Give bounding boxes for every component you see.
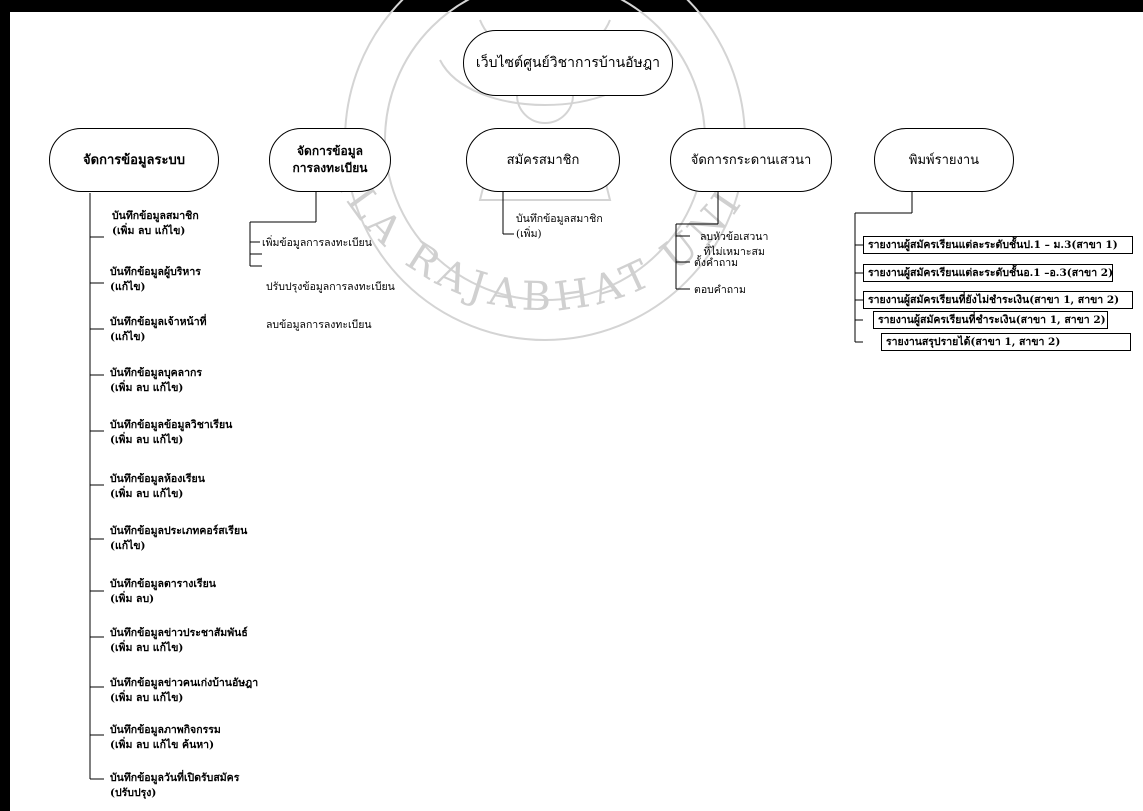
system-item-ops: (เพิ่ม ลบ แก้ไข) (110, 692, 184, 704)
system-item-title: บันทึกข้อมูลวันที่เปิดรับสมัคร (110, 772, 240, 784)
branch-reports-label: พิมพ์รายงาน (908, 152, 980, 168)
system-item: บันทึกข้อมูลข่าวคนเก่งบ้านอัษฎา (เพิ่ม ลบ… (110, 676, 258, 706)
system-item-ops: (เพิ่ม ลบ แก้ไข) (110, 434, 184, 446)
branch-forum: จัดการกระดานเสวนา (670, 128, 832, 192)
root-node: เว็บไซต์ศูนย์วิชาการบ้านอัษฎา (463, 30, 673, 96)
system-item-title: บันทึกข้อมูลผู้บริหาร (110, 266, 201, 278)
system-item: บันทึกข้อมูลห้องเรียน (เพิ่ม ลบ แก้ไข) (110, 472, 205, 502)
system-item-ops: (เพิ่ม ลบ แก้ไข) (110, 382, 184, 394)
system-item-title: บันทึกข้อมูลข้อมูลวิชาเรียน (110, 419, 233, 431)
system-item-ops: (เพิ่ม ลบ แก้ไข) (110, 488, 184, 500)
forum-item: ลบหัวข้อเสวนา ที่ไม่เหมาะสม (700, 230, 768, 260)
system-item: บันทึกข้อมูลวันที่เปิดรับสมัคร (ปรับปรุง) (110, 771, 239, 801)
branch-registration-label-2: การลงทะเบียน (292, 161, 368, 175)
branch-reports: พิมพ์รายงาน (874, 128, 1014, 192)
registration-item: ปรับปรุงข้อมูลการลงทะเบียน (266, 281, 395, 293)
system-item: บันทึกข้อมูลสมาชิก (เพิ่ม ลบ แก้ไข) (112, 209, 199, 239)
branch-registration: จัดการข้อมูล การลงทะเบียน (269, 128, 391, 192)
system-item-title: บันทึกข้อมูลสมาชิก (112, 210, 199, 222)
system-item-ops: (แก้ไข) (110, 281, 146, 293)
system-item: บันทึกข้อมูลตารางเรียน (เพิ่ม ลบ) (110, 577, 216, 607)
system-item-ops: (เพิ่ม ลบ) (110, 593, 155, 605)
report-item: รายงานผู้สมัครเรียนแต่ละระดับชั้นป.1 – ม… (863, 236, 1133, 254)
branch-membership: สมัครสมาชิก (466, 128, 620, 192)
report-item: รายงานผู้สมัครเรียนที่ยังไม่ชำระเงิน(สาข… (863, 291, 1133, 309)
registration-item: เพิ่มข้อมูลการลงทะเบียน (262, 237, 372, 249)
system-item-title: บันทึกข้อมูลภาพกิจกรรม (110, 724, 221, 736)
branch-registration-label-1: จัดการข้อมูล (297, 144, 363, 158)
system-item: บันทึกข้อมูลบุคลากร (เพิ่ม ลบ แก้ไข) (110, 366, 202, 396)
system-item: บันทึกข้อมูลภาพกิจกรรม (เพิ่ม ลบ แก้ไข ค้… (110, 723, 221, 753)
branch-system-data: จัดการข้อมูลระบบ (49, 128, 219, 192)
branch-membership-label: สมัครสมาชิก (506, 152, 580, 168)
report-item: รายงานผู้สมัครเรียนที่ชำระเงิน(สาขา 1, ส… (873, 311, 1108, 329)
member-item-ops: (เพิ่ม) (516, 228, 542, 240)
system-item-title: บันทึกข้อมูลห้องเรียน (110, 473, 205, 485)
member-item-title: บันทึกข้อมูลสมาชิก (516, 213, 603, 225)
system-item-title: บันทึกข้อมูลประเภทคอร์สเรียน (110, 525, 248, 537)
member-item: บันทึกข้อมูลสมาชิก (เพิ่ม) (516, 212, 603, 242)
system-item-title: บันทึกข้อมูลข่าวประชาสัมพันธ์ (110, 627, 248, 639)
system-item: บันทึกข้อมูลเจ้าหน้าที่ (แก้ไข) (110, 315, 207, 345)
system-item: บันทึกข้อมูลผู้บริหาร (แก้ไข) (110, 265, 201, 295)
branch-system-label: จัดการข้อมูลระบบ (83, 152, 185, 168)
system-item: บันทึกข้อมูลประเภทคอร์สเรียน (แก้ไข) (110, 524, 247, 554)
system-item-ops: (เพิ่ม ลบ แก้ไข) (112, 225, 186, 237)
forum-item: ตอบคำถาม (694, 284, 746, 296)
system-item-ops: (เพิ่ม ลบ แก้ไข) (110, 642, 184, 654)
system-item-ops: (แก้ไข) (110, 331, 146, 343)
system-item-ops: (ปรับปรุง) (110, 787, 157, 799)
root-label: เว็บไซต์ศูนย์วิชาการบ้านอัษฎา (475, 54, 661, 71)
forum-item: ตั้งคำถาม (694, 257, 739, 269)
system-item-title: บันทึกข้อมูลเจ้าหน้าที่ (110, 316, 207, 328)
branch-forum-label: จัดการกระดานเสวนา (690, 152, 812, 168)
system-item-ops: (เพิ่ม ลบ แก้ไข ค้นหา) (110, 739, 215, 751)
forum-item-line2: ที่ไม่เหมาะสม (703, 246, 765, 258)
system-item-title: บันทึกข้อมูลตารางเรียน (110, 578, 216, 590)
system-item-ops: (แก้ไข) (110, 540, 146, 552)
system-item-title: บันทึกข้อมูลบุคลากร (110, 367, 202, 379)
registration-item: ลบข้อมูลการลงทะเบียน (266, 319, 372, 331)
system-item-title: บันทึกข้อมูลข่าวคนเก่งบ้านอัษฎา (110, 677, 259, 689)
forum-item-line1: ลบหัวข้อเสวนา (700, 231, 769, 243)
frame-left-border (0, 12, 10, 811)
system-item: บันทึกข้อมูลข้อมูลวิชาเรียน (เพิ่ม ลบ แก้… (110, 418, 232, 448)
report-item: รายงานสรุปรายได้(สาขา 1, สาขา 2) (881, 333, 1131, 351)
system-item: บันทึกข้อมูลข่าวประชาสัมพันธ์ (เพิ่ม ลบ แ… (110, 626, 248, 656)
report-item: รายงานผู้สมัครเรียนแต่ละระดับชั้นอ.1 –อ.… (863, 264, 1113, 282)
